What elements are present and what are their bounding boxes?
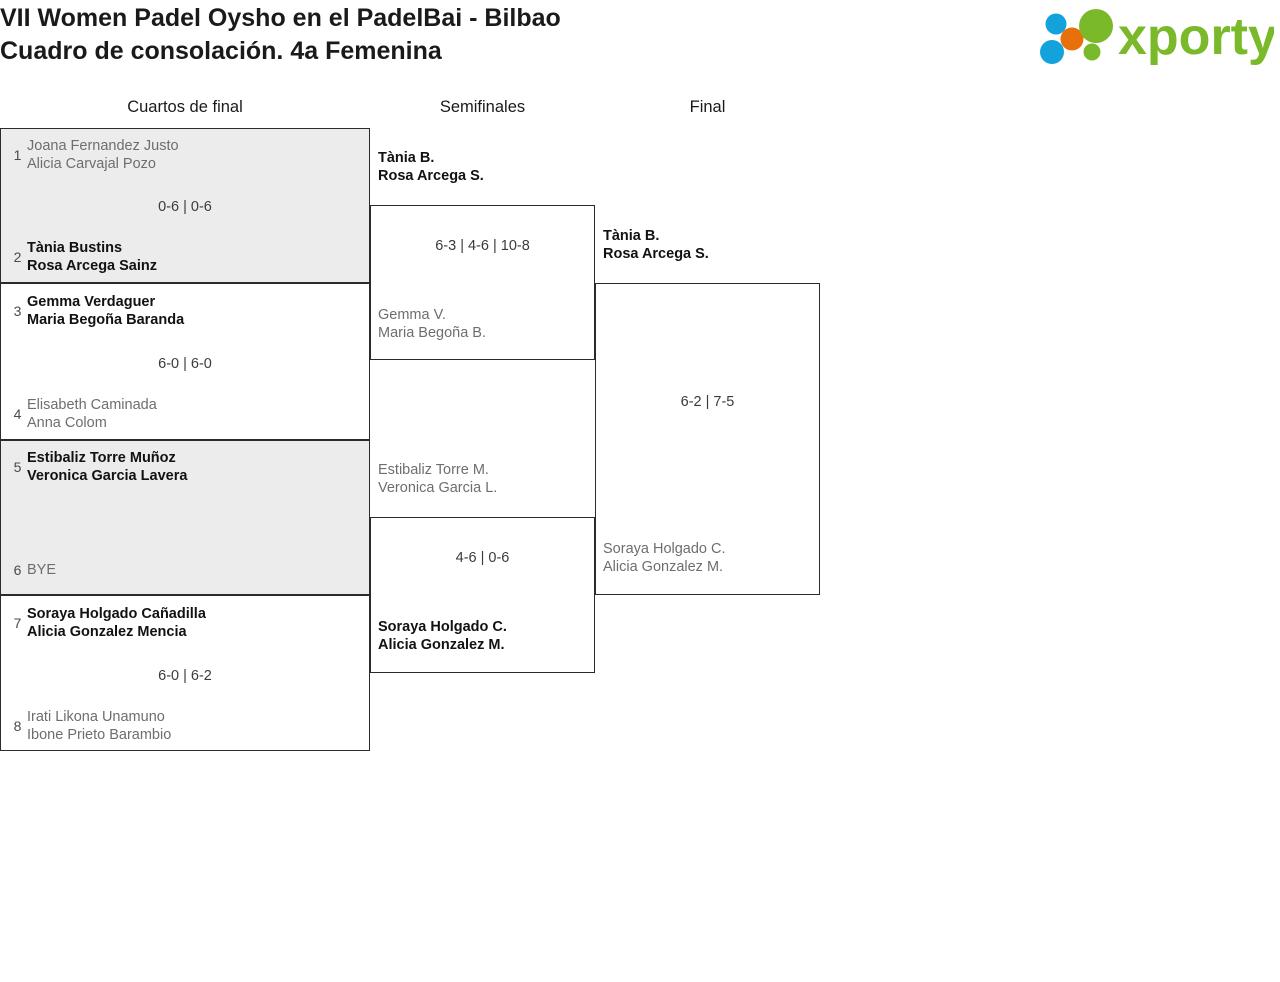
player-name-2: Alicia Carvajal Pozo <box>27 156 156 172</box>
match-slot-bottom[interactable]: 8 Irati Likona Unamuno Ibone Prieto Bara… <box>1 708 369 744</box>
player-name-1: Tània Bustins <box>27 240 123 256</box>
player-name-2: Rosa Arcega S. <box>603 246 709 262</box>
logo-dot-green-large <box>1079 9 1113 43</box>
match-box-qf-3[interactable]: 5 Estibaliz Torre Muñoz Veronica Garcia … <box>0 440 370 595</box>
player-name-1: Tània B. <box>603 228 660 244</box>
match-score: 0-6 | 0-6 <box>158 199 212 215</box>
tournament-name: VII Women Padel Oysho en el PadelBai - B… <box>0 4 561 32</box>
seed-number: 6 <box>13 562 22 578</box>
player-name-2: Veronica Garcia Lavera <box>27 468 188 484</box>
team-names: Tània Bustins Rosa Arcega Sainz <box>27 239 157 275</box>
match-box-sf-2[interactable]: Estibaliz Torre M. Veronica Garcia L. 4-… <box>370 462 595 673</box>
team-names: Elisabeth Caminada Anna Colom <box>27 396 157 432</box>
team-names: Estibaliz Torre M. Veronica Garcia L. <box>378 461 497 497</box>
match-score: 6-0 | 6-2 <box>158 668 212 684</box>
player-name-1: Gemma V. <box>378 307 446 323</box>
team-names: Soraya Holgado Cañadilla Alicia Gonzalez… <box>27 605 206 641</box>
logo-dot-blue-top <box>1045 13 1067 35</box>
player-name-2: Alicia Gonzalez M. <box>603 559 724 575</box>
player-name-2: Ibone Prieto Barambio <box>27 727 172 743</box>
team-names: Soraya Holgado C. Alicia Gonzalez M. <box>603 540 726 576</box>
seed-number: 7 <box>13 615 22 631</box>
player-name-1: Joana Fernandez Justo <box>27 138 179 154</box>
player-name-1: Elisabeth Caminada <box>27 397 157 413</box>
match-slot-bottom[interactable]: Gemma V. Maria Begoña B. <box>371 306 594 342</box>
page-title: VII Women Padel Oysho en el PadelBai - B… <box>0 2 900 68</box>
match-slot-bottom[interactable]: 6 BYE <box>1 561 369 579</box>
match-box-final[interactable]: Tània B. Rosa Arcega S. 6-2 | 7-5 Soraya… <box>595 228 820 595</box>
round-header-semifinals: Semifinales <box>439 98 526 116</box>
player-name-2: Alicia Gonzalez Mencia <box>27 624 187 640</box>
seed-number: 3 <box>13 303 22 319</box>
round-header-final: Final <box>689 98 726 116</box>
player-name-1: Soraya Holgado Cañadilla <box>27 606 206 622</box>
player-name-2: Alicia Gonzalez M. <box>378 637 505 653</box>
team-names: Estibaliz Torre Muñoz Veronica Garcia La… <box>27 449 187 485</box>
logo-wordmark: xporty <box>1118 8 1274 66</box>
match-slot-top[interactable]: 5 Estibaliz Torre Muñoz Veronica Garcia … <box>1 449 369 485</box>
match-slot-top[interactable]: Tània B. Rosa Arcega S. <box>596 227 819 263</box>
match-slot-bottom[interactable]: 2 Tània Bustins Rosa Arcega Sainz <box>1 239 369 275</box>
team-names: BYE <box>27 561 56 579</box>
player-name-1: Irati Likona Unamuno <box>27 709 165 725</box>
xporty-logo[interactable]: xporty <box>1034 6 1274 68</box>
match-slot-top[interactable]: 3 Gemma Verdaguer Maria Begoña Baranda <box>1 293 369 329</box>
player-name-1: Gemma Verdaguer <box>27 294 156 310</box>
seed-number: 1 <box>13 147 22 163</box>
team-names: Soraya Holgado C. Alicia Gonzalez M. <box>378 618 507 654</box>
match-score: 6-0 | 6-0 <box>158 356 212 372</box>
logo-dot-blue-bottom <box>1040 40 1064 64</box>
match-score: 4-6 | 0-6 <box>455 550 510 566</box>
player-name-1: Soraya Holgado C. <box>603 541 726 557</box>
match-slot-top[interactable]: Estibaliz Torre M. Veronica Garcia L. <box>371 461 594 497</box>
match-box-qf-4[interactable]: 7 Soraya Holgado Cañadilla Alicia Gonzal… <box>0 595 370 751</box>
player-name-1: BYE <box>27 562 57 578</box>
player-name-2: Maria Begoña B. <box>378 325 487 341</box>
team-names: Gemma V. Maria Begoña B. <box>378 306 486 342</box>
match-slot-bottom[interactable]: 4 Elisabeth Caminada Anna Colom <box>1 396 369 432</box>
player-name-1: Estibaliz Torre M. <box>378 462 489 478</box>
match-box-sf-1[interactable]: Tània B. Rosa Arcega S. 6-3 | 4-6 | 10-8… <box>370 150 595 360</box>
match-slot-top[interactable]: 7 Soraya Holgado Cañadilla Alicia Gonzal… <box>1 605 369 641</box>
team-names: Joana Fernandez Justo Alicia Carvajal Po… <box>27 137 179 173</box>
team-names: Tània B. Rosa Arcega S. <box>378 149 484 185</box>
player-name-1: Estibaliz Torre Muñoz <box>27 450 176 466</box>
seed-number: 8 <box>13 718 22 734</box>
team-names: Tània B. Rosa Arcega S. <box>603 227 709 263</box>
match-slot-bottom[interactable]: Soraya Holgado C. Alicia Gonzalez M. <box>596 540 819 576</box>
player-name-2: Anna Colom <box>27 415 107 431</box>
logo-dot-green-small <box>1083 43 1101 61</box>
match-box-qf-1[interactable]: 1 Joana Fernandez Justo Alicia Carvajal … <box>0 128 370 283</box>
player-name-1: Tània B. <box>378 150 435 166</box>
player-name-2: Rosa Arcega Sainz <box>27 258 158 274</box>
logo-dot-orange <box>1060 27 1084 51</box>
seed-number: 2 <box>13 249 22 265</box>
player-name-2: Rosa Arcega S. <box>378 168 484 184</box>
team-names: Irati Likona Unamuno Ibone Prieto Baramb… <box>27 708 171 744</box>
seed-number: 5 <box>13 459 22 475</box>
team-names: Gemma Verdaguer Maria Begoña Baranda <box>27 293 184 329</box>
bracket-subtitle: Cuadro de consolación. 4a Femenina <box>0 37 442 65</box>
round-header-quarterfinals: Cuartos de final <box>127 98 243 116</box>
seed-number: 4 <box>13 406 22 422</box>
player-name-2: Maria Begoña Baranda <box>27 312 185 328</box>
match-slot-top[interactable]: 1 Joana Fernandez Justo Alicia Carvajal … <box>1 137 369 173</box>
player-name-2: Veronica Garcia L. <box>378 480 498 496</box>
match-score: 6-2 | 7-5 <box>680 394 735 410</box>
match-slot-top[interactable]: Tània B. Rosa Arcega S. <box>371 149 594 185</box>
player-name-1: Soraya Holgado C. <box>378 619 507 635</box>
match-slot-bottom[interactable]: Soraya Holgado C. Alicia Gonzalez M. <box>371 618 594 654</box>
match-score: 6-3 | 4-6 | 10-8 <box>435 238 530 254</box>
match-box-qf-2[interactable]: 3 Gemma Verdaguer Maria Begoña Baranda 6… <box>0 283 370 440</box>
